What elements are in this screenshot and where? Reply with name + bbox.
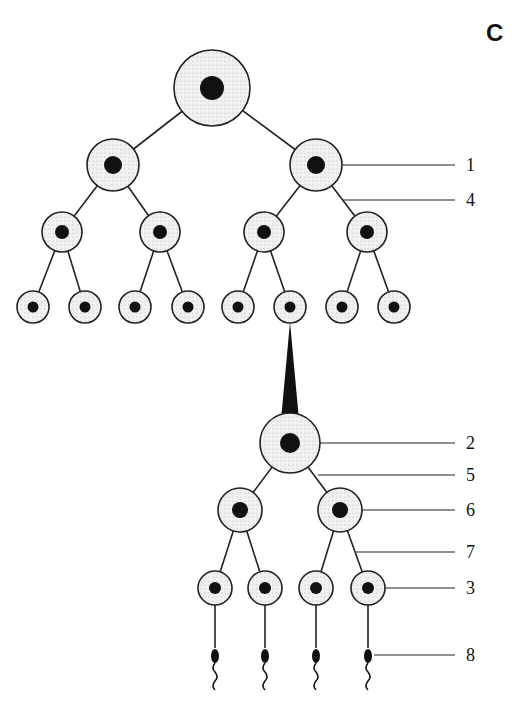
callout-number: 3: [466, 578, 475, 598]
callout-number: 1: [466, 155, 475, 175]
callout-number: 8: [466, 645, 475, 665]
callout-number: 2: [466, 433, 475, 453]
callout-number: 7: [466, 542, 475, 562]
callout-number: 5: [466, 465, 475, 485]
callout-number: 4: [466, 190, 475, 210]
figure-letter: C: [486, 20, 503, 46]
callout-number: 6: [466, 500, 475, 520]
